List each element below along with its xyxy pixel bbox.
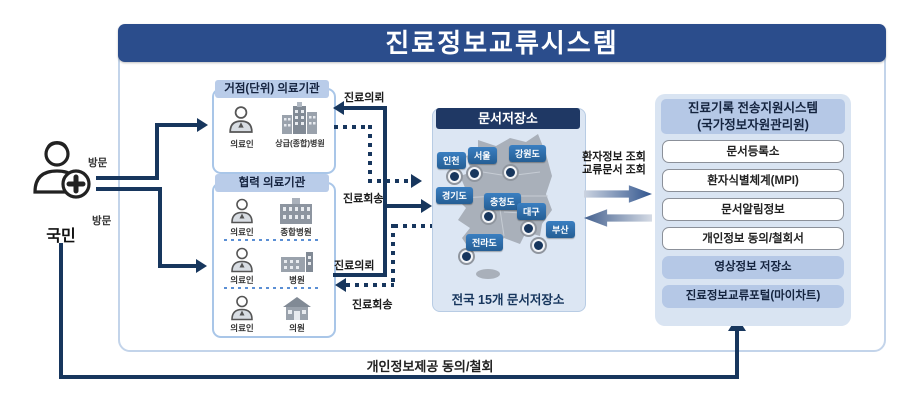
medic-label: 의료인 [230, 139, 254, 149]
panel-item-document-registry: 문서등록소 [662, 140, 844, 163]
clinic-icon [283, 297, 311, 320]
medic-icon [229, 106, 253, 133]
return-label-bottom: 진료회송 [352, 299, 393, 311]
repo-pin [504, 166, 517, 179]
region-chip-gangwon: 강원도 [509, 145, 546, 162]
page-title: 진료정보교류시스템 [118, 24, 886, 62]
region-chip-busan: 부산 [546, 221, 575, 238]
consent-label: 개인정보제공 동의/철회 [366, 359, 494, 374]
row-separator [224, 287, 320, 289]
repo-pin [468, 167, 481, 180]
panel-item-portal-mychart: 진료정보교류포털(마이차트) [662, 285, 844, 308]
region-chip-chungcheong: 충청도 [484, 193, 521, 210]
repo-pin [482, 210, 495, 223]
general-hospital-label: 종합병원 [280, 227, 312, 237]
medic-icon [231, 247, 253, 273]
panel-item-mpi: 환자식별체계(MPI) [662, 169, 844, 192]
panel-item-doc-notification: 문서알림정보 [662, 198, 844, 221]
medic-label: 의료인 [230, 323, 254, 333]
return-label-top: 진료회송 [343, 193, 384, 205]
region-chip-daegu: 대구 [517, 203, 546, 220]
support-system-header-line2: (국가정보자원관리원) [697, 118, 809, 132]
panel-item-image-repository: 영상정보 저장소 [662, 256, 844, 279]
visit-label-bottom: 방문 [92, 215, 112, 227]
region-chip-gyeonggi: 경기도 [436, 187, 473, 204]
citizen-label: 국민 [46, 228, 76, 245]
medic-icon [231, 198, 253, 224]
repo-pin [522, 222, 535, 235]
query-label-line1: 환자정보 조회 [582, 151, 646, 163]
coop-org-box [212, 182, 336, 338]
repo-pin [448, 170, 461, 183]
tertiary-hospital-label: 상급(종합)병원 [275, 139, 325, 148]
hospital-label: 병원 [289, 275, 305, 285]
visit-label-top: 방문 [88, 157, 108, 169]
hospital-icon [281, 252, 313, 272]
clinic-label: 의원 [289, 323, 305, 333]
medic-label: 의료인 [230, 275, 254, 285]
referral-label-top: 진료의뢰 [344, 92, 385, 104]
support-system-header-line1: 진료기록 전송지원시스템 [688, 101, 818, 115]
hub-org-header: 거점(단위) 의료기관 [215, 80, 329, 98]
row-separator [224, 239, 320, 241]
region-chip-jeolla: 전라도 [466, 234, 503, 251]
repo-pin [532, 239, 545, 252]
region-chip-seoul: 서울 [468, 147, 497, 164]
tertiary-hospital-icon [282, 102, 317, 134]
medic-label: 의료인 [230, 227, 254, 237]
citizen-icon [33, 141, 91, 199]
repository-footer: 전국 15개 문서저장소 [451, 293, 565, 307]
medic-icon [231, 295, 253, 321]
query-label-line2: 교류문서 조회 [582, 164, 646, 176]
coop-org-header: 협력 의료기관 [215, 174, 329, 192]
region-chip-incheon: 인천 [437, 152, 466, 169]
document-repository-header: 문서저장소 [436, 108, 580, 129]
referral-label-bottom: 진료의뢰 [334, 260, 375, 272]
general-hospital-icon [280, 198, 312, 224]
support-system-header: 진료기록 전송지원시스템 (국가정보자원관리원) [661, 99, 845, 134]
panel-item-consent-form: 개인정보 동의/철회서 [662, 227, 844, 250]
repo-pin [460, 250, 473, 263]
